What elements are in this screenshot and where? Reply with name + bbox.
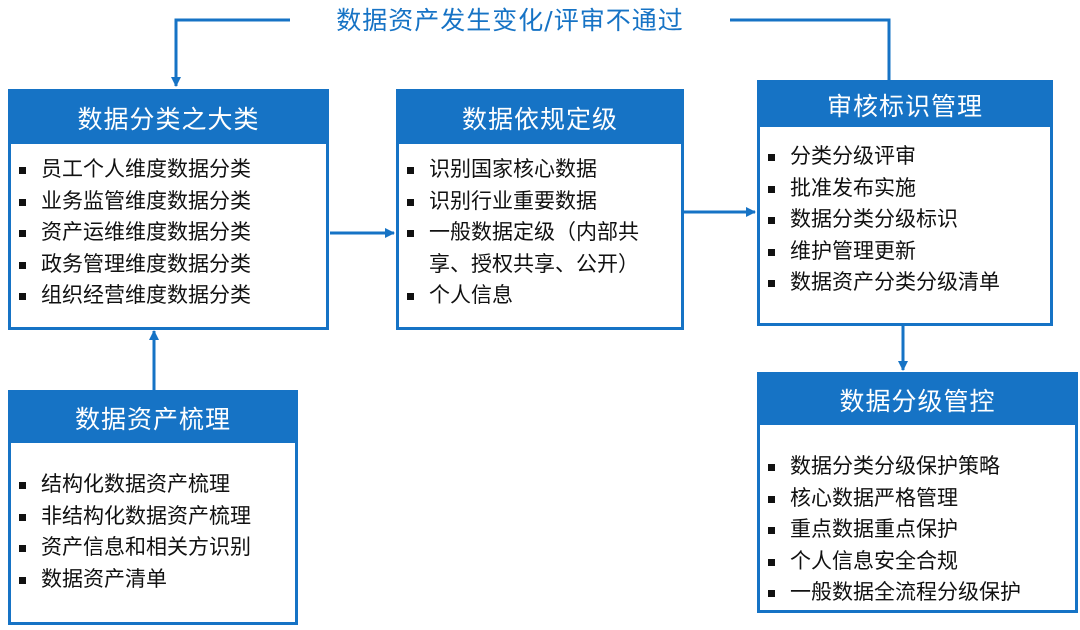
list-item: 数据分类分级标识: [760, 204, 1050, 236]
box-grading-control: 数据分级管控 数据分类分级保护策略 核心数据严格管理 重点数据重点保护 个人信息…: [757, 372, 1078, 613]
list-item: 批准发布实施: [760, 173, 1050, 205]
box-title-major-category: 数据分类之大类: [11, 92, 326, 144]
list-item: 分类分级评审: [760, 141, 1050, 173]
list-item: 结构化数据资产梳理: [11, 469, 295, 501]
list-item: 员工个人维度数据分类: [11, 154, 326, 186]
list-item: 一般数据全流程分级保护: [760, 577, 1075, 609]
list-item: 识别行业重要数据: [399, 186, 681, 218]
list-item: 一般数据定级（内部共享、授权共享、公开）: [399, 217, 681, 280]
box-major-category: 数据分类之大类 员工个人维度数据分类 业务监管维度数据分类 资产运维维度数据分类…: [8, 89, 329, 330]
list-item: 核心数据严格管理: [760, 483, 1075, 515]
box-compliance-grading: 数据依规定级 识别国家核心数据 识别行业重要数据 一般数据定级（内部共享、授权共…: [396, 89, 684, 330]
list-item: 非结构化数据资产梳理: [11, 501, 295, 533]
list-item: 重点数据重点保护: [760, 514, 1075, 546]
box-asset-sorting: 数据资产梳理 结构化数据资产梳理 非结构化数据资产梳理 资产信息和相关方识别 数…: [8, 390, 298, 625]
list-item: 个人信息: [399, 280, 681, 312]
list-item: 资产信息和相关方识别: [11, 532, 295, 564]
feedback-loop-label: 数据资产发生变化/评审不通过: [290, 2, 730, 40]
list-item: 个人信息安全合规: [760, 546, 1075, 578]
list-item: 识别国家核心数据: [399, 154, 681, 186]
list-item: 数据资产清单: [11, 564, 295, 596]
list-item: 组织经营维度数据分类: [11, 280, 326, 312]
box-title-grading-control: 数据分级管控: [760, 375, 1075, 425]
list-item: 资产运维维度数据分类: [11, 217, 326, 249]
list-item: 数据资产分类分级清单: [760, 267, 1050, 299]
box-review-marking: 审核标识管理 分类分级评审 批准发布实施 数据分类分级标识 维护管理更新 数据资…: [757, 80, 1053, 326]
list-item: 数据分类分级保护策略: [760, 451, 1075, 483]
list-item: 政务管理维度数据分类: [11, 249, 326, 281]
box-title-compliance-grading: 数据依规定级: [399, 92, 681, 144]
list-item: 业务监管维度数据分类: [11, 186, 326, 218]
box-title-asset-sorting: 数据资产梳理: [11, 393, 295, 443]
box-title-review-marking: 审核标识管理: [760, 83, 1050, 127]
list-item: 维护管理更新: [760, 236, 1050, 268]
